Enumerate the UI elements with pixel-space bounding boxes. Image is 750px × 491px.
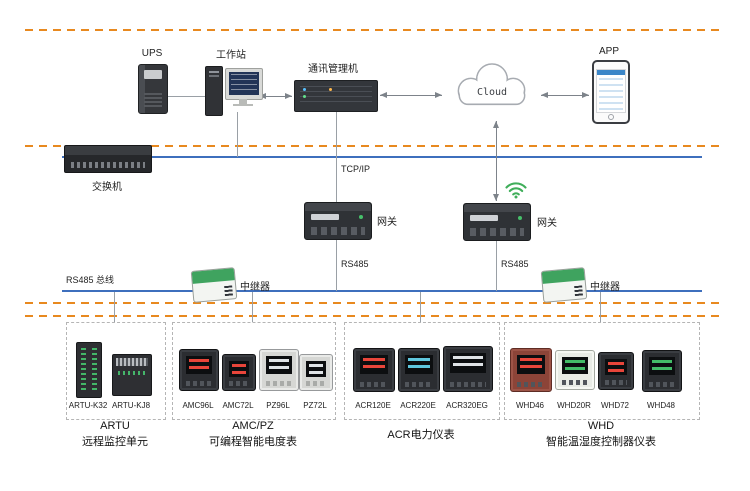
cloud-gateway-arrow (493, 121, 499, 201)
device-label: PZ96L (266, 401, 290, 410)
device-acr220e (398, 348, 440, 392)
bus-group2-line (252, 292, 253, 322)
device-artu-k32 (76, 342, 102, 398)
phone-app-header (597, 70, 625, 75)
smartphone-device (592, 60, 630, 124)
device-pz72l (299, 354, 333, 391)
group-caption: ARTU (100, 420, 130, 432)
gateway-top-face (464, 204, 530, 212)
device-label: WHD72 (600, 401, 630, 410)
bus-group3-line (420, 292, 421, 322)
separator-line-top (25, 29, 725, 31)
switch-label: 交换机 (92, 182, 122, 193)
monitor-screen (229, 72, 259, 95)
gateway-led (518, 216, 522, 220)
cloud-outline (457, 63, 526, 106)
bus-group1-line (114, 292, 115, 322)
app-label: APP (598, 46, 620, 57)
gateway-top-face (305, 203, 371, 211)
workstation-server-arrow (259, 93, 292, 99)
ups-workstation-line (167, 96, 206, 97)
group-caption: AMC/PZ (232, 420, 274, 432)
server-cloud-arrow (380, 92, 442, 98)
gateway-left-rs485-line (336, 238, 337, 291)
device-whd48 (642, 350, 682, 392)
device-label: AMC72L (222, 401, 254, 410)
ups-label: UPS (141, 48, 163, 59)
phone-app-content (599, 78, 623, 110)
comm-server-device (294, 80, 378, 112)
workstation-label: 工作站 (216, 50, 246, 61)
workstation-tower (205, 66, 223, 116)
device-amc96l (179, 349, 219, 391)
group-box-whd (504, 322, 700, 420)
device-label: WHD46 (515, 401, 545, 410)
rs485-left-label: RS485 (341, 259, 369, 269)
repeater-left-label: 中继器 (240, 282, 270, 293)
gateway-name-tag (470, 215, 498, 221)
server-label: 通讯管理机 (308, 64, 358, 75)
device-label: WHD48 (646, 401, 676, 410)
group-box-acr (344, 322, 500, 420)
device-acr320eg (443, 346, 493, 392)
gateway-led (359, 215, 363, 219)
separator-line-field-1 (25, 302, 725, 304)
switch-device (64, 145, 152, 173)
device-label: ACR120E (355, 401, 391, 410)
group-caption: 可编程智能电度表 (209, 436, 297, 448)
device-label: ARTU-KJ8 (111, 401, 151, 410)
gateway-right-label: 网关 (537, 218, 557, 229)
device-label: AMC96L (182, 401, 214, 410)
repeater-right-device (540, 267, 588, 303)
cloud-shape: Cloud (444, 56, 540, 120)
gateway-right-rs485-line (496, 239, 497, 291)
gateway-left-device (304, 202, 372, 240)
cloud-label: Cloud (476, 86, 508, 98)
gateway-ports (311, 227, 365, 235)
device-label: WHD20R (557, 401, 591, 410)
device-pz96l (259, 349, 299, 391)
monitor-base (233, 104, 253, 106)
workstation-device (205, 64, 263, 118)
group-box-amcpz (172, 322, 336, 420)
device-label: ACR220E (400, 401, 436, 410)
group-caption: ACR电力仪表 (387, 429, 455, 441)
repeater-left-device (190, 267, 238, 303)
group-box-artu (66, 322, 166, 420)
group-caption: WHD (587, 420, 615, 432)
ethernet-bus-line (62, 156, 702, 158)
device-label: ARTU-K32 (68, 401, 108, 410)
device-amc72l (222, 354, 256, 391)
separator-line-ethernet (25, 145, 725, 147)
rs485-right-label: RS485 (501, 259, 529, 269)
bus-group4-line (600, 292, 601, 322)
gateway-left-label: 网关 (377, 217, 397, 228)
device-label: ACR320EG (446, 401, 488, 410)
group-caption: 智能温湿度控制器仪表 (546, 436, 656, 448)
cloud-phone-arrow (541, 92, 589, 98)
workstation-monitor (225, 68, 263, 100)
repeater-right-label: 中继器 (590, 282, 620, 293)
rs485-bus-line (62, 290, 702, 292)
rs485-bus-label: RS485 总线 (66, 275, 115, 285)
gateway-name-tag (311, 214, 339, 220)
device-whd46 (510, 348, 552, 392)
tcpip-label: TCP/IP (341, 164, 371, 174)
ups-device (138, 64, 168, 114)
workstation-bus-line (237, 112, 238, 157)
device-whd20r (555, 350, 595, 390)
device-acr120e (353, 348, 395, 392)
server-gateway-line (336, 110, 337, 202)
device-artu-kj8 (112, 354, 152, 396)
device-label: PZ72L (303, 401, 327, 410)
phone-screen (596, 69, 626, 113)
gateway-right-device (463, 203, 531, 241)
monitor-stand (239, 99, 247, 104)
group-caption: 远程监控单元 (82, 436, 148, 448)
gateway-ports (470, 228, 524, 236)
phone-home-button (608, 114, 614, 120)
wifi-icon (505, 182, 527, 199)
separator-line-field-2 (25, 315, 725, 317)
device-whd72 (598, 352, 634, 390)
